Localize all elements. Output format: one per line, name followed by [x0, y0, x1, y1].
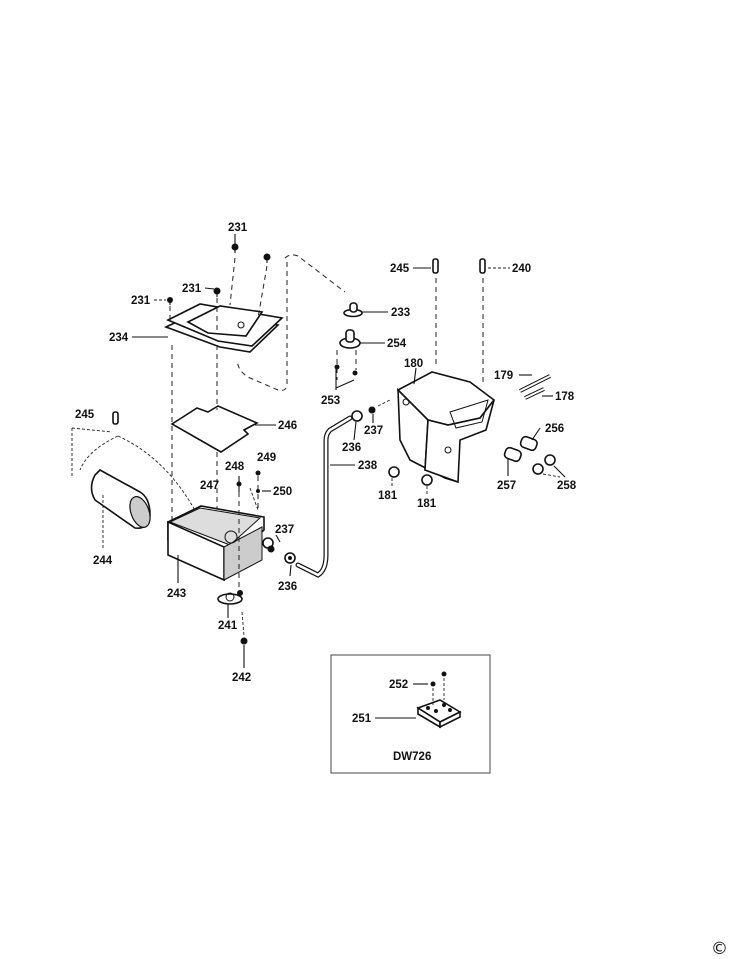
callout-233: 233: [391, 307, 410, 319]
part-fitting-236-top[interactable]: [351, 410, 363, 422]
part-screw-249[interactable]: [255, 470, 261, 476]
inset-model-label: DW726: [393, 751, 431, 763]
part-screw-178[interactable]: [524, 387, 545, 400]
callout-242: 242: [232, 672, 251, 684]
part-switch-248[interactable]: [236, 476, 242, 492]
callout-248: 248: [225, 461, 245, 473]
callout-178: 178: [555, 391, 575, 403]
screw-245-top[interactable]: [432, 258, 439, 274]
callout-245-top: 245: [390, 263, 410, 275]
part-bushing-233[interactable]: [343, 302, 363, 318]
screw-231-left[interactable]: [167, 297, 173, 305]
part-nut-237-top[interactable]: [368, 406, 376, 414]
callout-237-top: 237: [364, 425, 383, 437]
callout-258: 258: [557, 480, 577, 492]
part-housing-180[interactable]: [396, 371, 496, 484]
part-brush-cap-258-top[interactable]: [544, 454, 556, 466]
callout-254: 254: [387, 338, 407, 350]
callout-244: 244: [93, 555, 113, 567]
part-nut-237-bottom[interactable]: [267, 545, 275, 553]
callout-243: 243: [167, 588, 186, 600]
screw-245-left[interactable]: [112, 411, 119, 425]
part-capacitor-244[interactable]: [90, 469, 154, 530]
callout-237-bottom: 237: [275, 524, 294, 536]
part-strain-relief-241[interactable]: [217, 590, 243, 605]
callout-252: 252: [389, 679, 408, 691]
part-fitting-236-bottom[interactable]: [284, 552, 296, 564]
callout-181-left: 181: [378, 490, 398, 502]
callout-251: 251: [352, 713, 372, 725]
part-screws-253[interactable]: [334, 364, 358, 376]
callout-253: 253: [321, 395, 340, 407]
callout-250: 250: [273, 486, 292, 498]
screw-231-mid[interactable]: [213, 287, 221, 298]
callout-240: 240: [512, 263, 531, 275]
callout-179: 179: [494, 370, 513, 382]
part-screw-179[interactable]: [519, 374, 551, 393]
callout-180: 180: [404, 358, 423, 370]
part-switch-254[interactable]: [339, 329, 361, 349]
callout-236-bottom: 236: [278, 581, 297, 593]
part-plug-181-right[interactable]: [421, 474, 433, 486]
part-brush-cap-258-bottom[interactable]: [532, 463, 544, 475]
callout-181-right: 181: [417, 498, 437, 510]
callout-238: 238: [358, 460, 378, 472]
part-screw-252-left[interactable]: [430, 681, 436, 687]
part-brush-holder-257[interactable]: [503, 446, 522, 463]
screw-240[interactable]: [479, 258, 486, 274]
callout-256: 256: [545, 423, 564, 435]
part-gasket-246[interactable]: [170, 405, 259, 453]
inset-dw726: 252 251 DW726: [330, 654, 491, 774]
callout-234: 234: [109, 332, 129, 344]
part-brush-holder-256[interactable]: [519, 435, 538, 452]
screw-231-top[interactable]: [231, 243, 239, 254]
screw-231-right[interactable]: [263, 253, 271, 264]
callout-236-top: 236: [342, 442, 361, 454]
callout-257: 257: [497, 480, 516, 492]
callout-249: 249: [257, 452, 276, 464]
part-switch-box-243[interactable]: [167, 505, 274, 582]
callout-246: 246: [278, 420, 297, 432]
callout-245-left: 245: [75, 409, 95, 421]
part-plug-181-left[interactable]: [388, 466, 400, 478]
callout-231-left: 231: [131, 295, 151, 307]
callout-247: 247: [200, 480, 219, 492]
callout-231-top: 231: [228, 222, 248, 234]
part-cord-238[interactable]: [295, 415, 353, 578]
copyright-symbol: ©: [711, 939, 728, 959]
part-nut-242[interactable]: [240, 637, 248, 645]
part-washer-250[interactable]: [256, 489, 260, 493]
part-terminal-block-251[interactable]: [416, 699, 462, 729]
callout-231-mid: 231: [182, 283, 202, 295]
callout-241: 241: [218, 620, 238, 632]
part-screw-252-right[interactable]: [441, 671, 447, 677]
part-cover-plate-234[interactable]: [163, 303, 284, 353]
